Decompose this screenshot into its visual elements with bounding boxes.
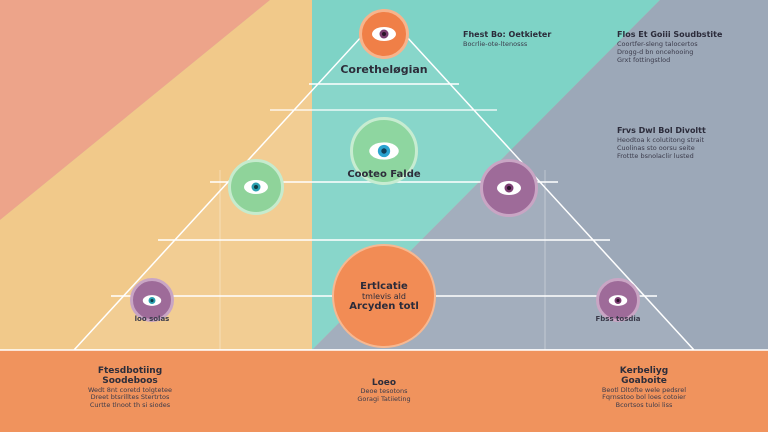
bottom-left-title-1: Ftesdbotiing [97, 366, 163, 376]
lower-left-eye-node[interactable] [130, 278, 174, 322]
top-label: Coretheløgian [340, 63, 428, 76]
bottom-band [0, 350, 768, 432]
note-top-mid-title: Fhest Bo: Oetkieter [463, 30, 552, 39]
note-top-right-line1: Coortfer-sleng talocertos [617, 39, 698, 48]
eye-icon [608, 294, 628, 306]
top-eye-node[interactable] [359, 9, 409, 59]
bottom-right-line3: Bcortsos tuloi liss [615, 400, 673, 409]
note-mid-right: Frvs Dwl Bol Divoltt Heodtoa k colutiton… [617, 126, 767, 160]
note-top-right: Flos Et Goiii Soudbstite Coortfer-sleng … [617, 30, 767, 64]
note-top-mid-line1: Bocrlie-ote-ltenosss [463, 39, 528, 48]
lower-right-eye-node[interactable] [596, 278, 640, 322]
note-mid-right-line2: Cuolinas sto oorsu seite [617, 143, 695, 152]
note-top-right-line2: Drogg-d bn oncehooing [617, 47, 694, 56]
center-label-line3: Arcyden totl [349, 300, 419, 312]
bottom-right-block: Kerbeliyg Goaboite Beotl Dltofte wele pe… [574, 366, 714, 409]
bottom-right-line1: Beotl Dltofte wele pedsrel [601, 385, 687, 394]
note-mid-right-line3: Frottte bsnolaclir lusted [617, 151, 694, 160]
bottom-left-line2: Dreet btsrilltes Stertrtos [90, 393, 170, 402]
bottom-left-block: Ftesdbotiing Soodeboos Wedt 8nt coretd t… [60, 366, 200, 409]
bottom-center-title: Loeo [371, 378, 397, 388]
bottom-left-line3: Curtte tlnoot th si siodes [89, 400, 171, 409]
yellow-band [0, 0, 312, 432]
bottom-right-title-2: Goaboite [621, 376, 667, 387]
note-top-right-title: Flos Et Goiii Soudbstite [617, 30, 723, 39]
second-label: Cooteo Falde [347, 169, 421, 180]
note-top-mid: Fhest Bo: Oetkieter Bocrlie-ote-ltenosss [463, 30, 613, 48]
note-top-right-line3: Grxt fottingstlod [617, 55, 671, 64]
lower-right-label: Fbss tosdia [595, 315, 641, 323]
bottom-right-title-1: Kerbeliyg [619, 366, 669, 376]
bottom-center-line2: Goragi Tatiieting [357, 394, 411, 403]
eye-icon [372, 27, 396, 41]
center-node[interactable]: Ertlcatie tmlevis ald Arcyden totl [332, 244, 436, 348]
note-mid-right-line1: Heodtoa k colutitong strait [617, 135, 705, 144]
eye-icon [369, 142, 399, 160]
second-eye-node[interactable] [350, 117, 418, 185]
eye-icon [497, 181, 521, 195]
bottom-right-line2: Fqrnsstoo bol loes cotoier [602, 393, 686, 402]
eye-icon [142, 294, 162, 306]
bottom-center-block: Loeo Deoe tesotons Goragi Tatiieting [324, 378, 444, 403]
left-eye-node[interactable] [228, 159, 284, 215]
note-mid-right-title: Frvs Dwl Bol Divoltt [617, 126, 706, 135]
bottom-left-title-2: Soodeboos [102, 376, 158, 387]
bottom-center-line1: Deoe tesotons [360, 387, 408, 396]
bottom-left-line1: Wedt 8nt coretd tolgtetee [87, 385, 173, 394]
center-label-line1: Ertlcatie [360, 280, 408, 292]
center-label-line2: tmlevis ald [362, 291, 406, 301]
lower-left-label: loo solas [134, 315, 170, 323]
eye-icon [244, 180, 268, 194]
right-eye-node[interactable] [480, 159, 538, 217]
